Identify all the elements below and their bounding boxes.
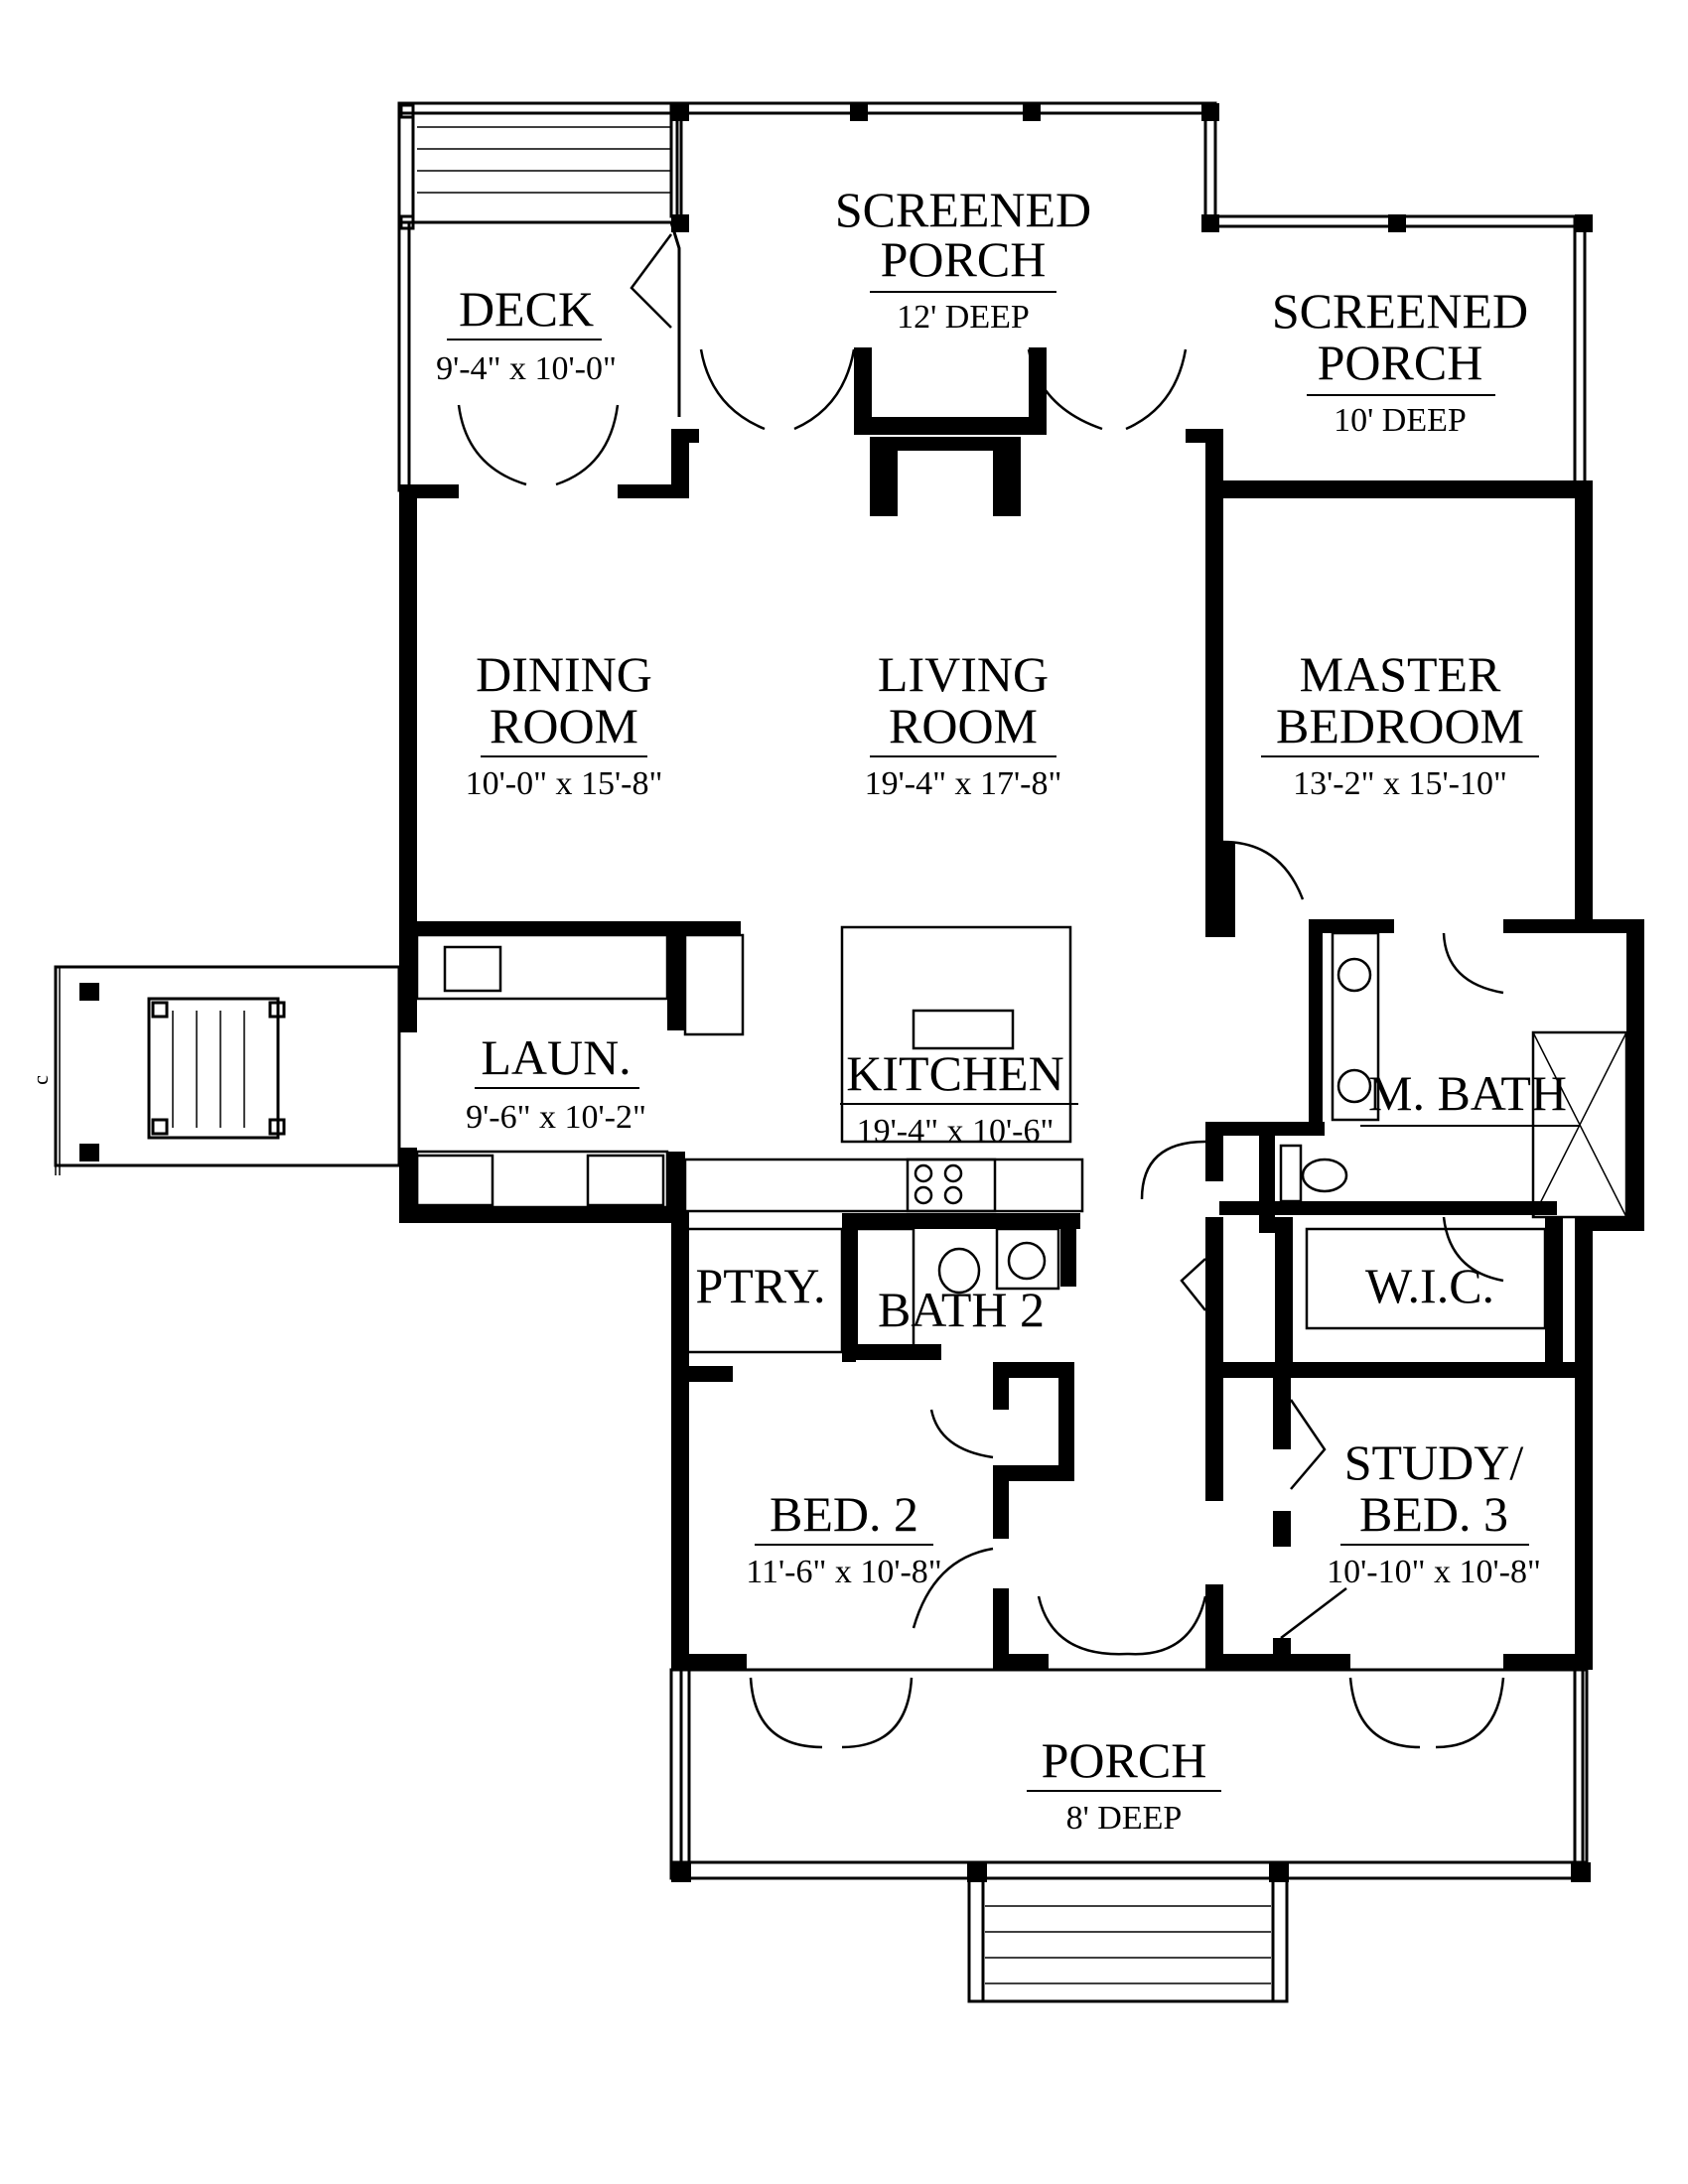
room-dim: 11'-6" x 10'-8" [746,1554,941,1590]
room-name: STUDY/ [1344,1434,1524,1490]
room-master-bedroom: MASTER BEDROOM 13'-2" x 15'-10" [1261,646,1539,802]
room-screened-porch-right: SCREENED PORCH 10' DEEP [1272,283,1528,439]
porch-posts [671,103,1593,232]
room-name-line2: BEDROOM [1276,698,1524,753]
room-name: DINING [476,646,652,702]
room-deck: DECK 9'-4" x 10'-0" [436,281,617,387]
room-name-line2: PORCH [881,231,1047,287]
room-name: DECK [459,281,594,337]
room-name: PORCH [1042,1732,1207,1788]
room-study: STUDY/ BED. 3 10'-10" x 10'-8" [1327,1434,1541,1590]
side-stair: c [28,965,401,1175]
room-name: LIVING [878,646,1049,702]
room-name-line2: BED. 3 [1359,1486,1508,1542]
room-screened-porch-center: SCREENED PORCH 12' DEEP [835,182,1091,336]
room-dim: 9'-6" x 10'-2" [466,1099,646,1136]
room-name: BATH 2 [878,1282,1045,1337]
door-swings [457,233,1505,1749]
room-name: M. BATH [1368,1065,1567,1121]
room-dim: 12' DEEP [897,299,1030,336]
room-name: PTRY. [695,1258,825,1313]
room-name-line2: ROOM [889,698,1038,753]
room-wic: W.I.C. [1365,1258,1494,1313]
room-dim: 9'-4" x 10'-0" [436,350,617,387]
room-dim: 13'-2" x 15'-10" [1293,765,1507,802]
room-bath2: BATH 2 [878,1282,1045,1337]
room-name: SCREENED [1272,283,1528,339]
bath-fixtures [683,931,1628,1354]
room-dim: 10'-0" x 15'-8" [466,765,663,802]
room-dim: 19'-4" x 17'-8" [865,765,1062,802]
room-name: BED. 2 [770,1486,918,1542]
room-bed2: BED. 2 11'-6" x 10'-8" [746,1486,941,1590]
room-dining: DINING ROOM 10'-0" x 15'-8" [466,646,663,802]
room-name-line2: PORCH [1318,335,1483,390]
room-kitchen: KITCHEN 19'-4" x 10'-6" [840,1045,1078,1150]
room-porch: PORCH 8' DEEP [1027,1732,1221,1837]
room-name: LAUN. [481,1029,631,1085]
deck-stairs [397,101,679,230]
room-dim: 10' DEEP [1334,402,1467,439]
room-name: W.I.C. [1365,1258,1494,1313]
side-stair-mark: c [28,1075,53,1085]
room-living: LIVING ROOM 19'-4" x 17'-8" [865,646,1062,802]
room-name: SCREENED [835,182,1091,237]
room-dim: 19'-4" x 10'-6" [857,1113,1055,1150]
kitchen-fixtures [415,925,1084,1213]
front-stairs [967,1876,1289,2003]
room-dim: 8' DEEP [1066,1800,1183,1837]
room-laundry: LAUN. 9'-6" x 10'-2" [466,1029,646,1136]
room-pantry: PTRY. [695,1258,825,1313]
room-dim: 10'-10" x 10'-8" [1327,1554,1541,1590]
room-name: MASTER [1300,646,1501,702]
room-master-bath: M. BATH [1360,1065,1579,1127]
room-name: KITCHEN [846,1045,1063,1101]
room-name-line2: ROOM [490,698,638,753]
